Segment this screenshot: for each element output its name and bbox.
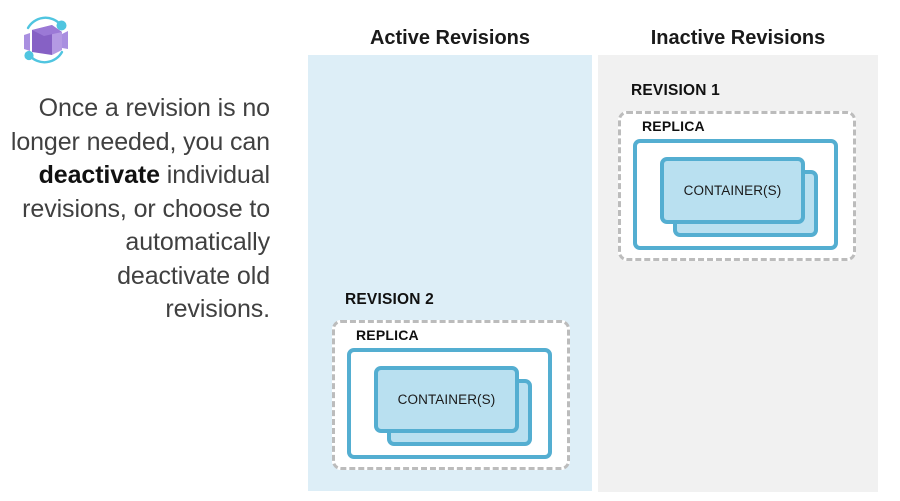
description-part-2: individual revisions, or choose to autom… (22, 161, 270, 323)
azure-container-apps-icon (14, 14, 76, 66)
revision-group-1[interactable]: REVISION 1 REPLICA CONTAINER(S) (618, 82, 856, 264)
description-text: Once a revision is no longer needed, you… (8, 92, 270, 327)
inactive-revisions-heading: Inactive Revisions (650, 27, 826, 49)
revision-1-replica-label: REPLICA (642, 118, 705, 134)
active-revisions-heading: Active Revisions (369, 27, 531, 49)
revision-group-2[interactable]: REVISION 2 REPLICA CONTAINER(S) (332, 291, 570, 471)
left-description-column: Once a revision is no longer needed, you… (0, 0, 290, 501)
revision-2-container-front: CONTAINER(S) (374, 366, 519, 433)
revision-2-container-label: CONTAINER(S) (397, 392, 496, 407)
revision-1-container-label: CONTAINER(S) (683, 183, 782, 198)
revision-1-label: REVISION 1 (631, 82, 720, 99)
description-part-1: Once a revision is no longer needed, you… (10, 94, 270, 156)
description-emphasis: deactivate (38, 161, 160, 189)
revision-2-label: REVISION 2 (345, 291, 434, 308)
revision-1-container-front: CONTAINER(S) (660, 157, 805, 224)
revision-2-replica-label: REPLICA (356, 327, 419, 343)
